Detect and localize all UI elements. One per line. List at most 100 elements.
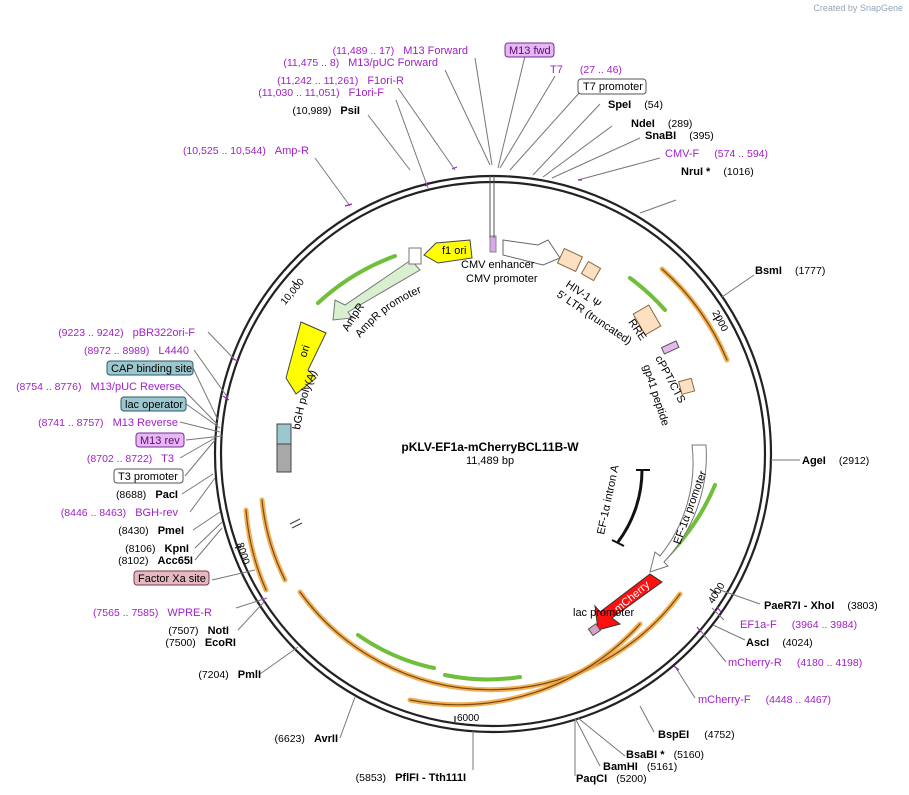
feature-arcs bbox=[243, 254, 730, 708]
spei-range: (54) bbox=[644, 99, 663, 111]
ndei-name: NdeI bbox=[631, 118, 655, 130]
svg-text:T7 (27 .. 46): T7 (27 .. 46) bbox=[550, 64, 622, 76]
f1ori-f-range: (11,030 .. 11,051) bbox=[258, 87, 339, 99]
rre-box bbox=[632, 304, 662, 336]
ef1a-f-range: (3964 .. 3984) bbox=[792, 619, 857, 631]
ampr-promoter-box bbox=[408, 247, 422, 265]
hiv-psi-box bbox=[580, 260, 602, 282]
l4440-name: L4440 bbox=[158, 345, 189, 357]
agei-range: (2912) bbox=[839, 455, 869, 467]
t7-promoter-box bbox=[577, 78, 647, 95]
ori-label: ori bbox=[297, 344, 312, 359]
svg-text:(6623) AvrII: (6623) AvrII bbox=[275, 733, 338, 745]
ltr-box bbox=[556, 247, 584, 273]
noti-range: (7507) bbox=[168, 625, 198, 637]
f1-ori-label: f1 ori bbox=[442, 245, 466, 257]
svg-text:PaeR7I - XhoI (3803): PaeR7I - XhoI (3803) bbox=[764, 600, 878, 612]
t7-promoter-name: T7 promoter bbox=[583, 81, 643, 93]
psii-range: (10,989) bbox=[292, 105, 331, 117]
m13-reverse-range: (8741 .. 8757) bbox=[38, 417, 103, 429]
m13-puc-reverse-name: M13/pUC Reverse bbox=[91, 381, 181, 393]
m13-rev-name: M13 rev bbox=[140, 435, 180, 447]
acc65i-name: Acc65I bbox=[158, 555, 193, 567]
svg-text:BsmI (1777): BsmI (1777) bbox=[755, 265, 825, 277]
plasmid-length: 11,489 bp bbox=[466, 455, 514, 467]
svg-text:(8754 .. 8776) M13/pUC R: (8754 .. 8776) M13/pUC Reverse bbox=[16, 381, 181, 393]
bgh-box bbox=[276, 443, 292, 473]
ef1a-f-name: EF1a-F bbox=[740, 619, 777, 631]
cmv-f-name: CMV-F bbox=[665, 148, 700, 160]
svg-text:(8702 .. 8722) T3: (8702 .. 8722) T3 bbox=[87, 453, 174, 465]
cmv-f-range: (574 .. 594) bbox=[714, 148, 768, 160]
factor-xa-name: Factor Xa site bbox=[138, 573, 206, 585]
cppt-box bbox=[660, 340, 680, 355]
acc65i-range: (8102) bbox=[118, 555, 148, 567]
green-arc-1 bbox=[628, 276, 667, 312]
pmei-name: PmeI bbox=[158, 525, 184, 537]
lac-box bbox=[276, 423, 292, 445]
svg-text:(8446 .. 8463) BGH-rev: (8446 .. 8463) BGH-rev bbox=[61, 507, 179, 519]
backbone-outer bbox=[213, 174, 773, 734]
primer-ticks bbox=[222, 166, 722, 671]
t2a-label: lac promoter bbox=[573, 607, 634, 619]
asci-name: AscI bbox=[746, 637, 769, 649]
asci-range: (4024) bbox=[782, 637, 812, 649]
ef1a-intron-arc bbox=[616, 469, 644, 543]
factor-xa-box bbox=[133, 570, 210, 586]
pmli-range: (7204) bbox=[198, 669, 228, 681]
snapgene-logo-text: SnapGene bbox=[859, 3, 903, 13]
tick-label-4000: 4000 bbox=[706, 581, 727, 606]
site-ticks bbox=[489, 176, 495, 238]
bgh-rev-name: BGH-rev bbox=[135, 507, 178, 519]
paqci-name: PaqCI bbox=[576, 773, 607, 785]
psii-name: PsiI bbox=[340, 105, 360, 117]
m13-puc-reverse-range: (8754 .. 8776) bbox=[16, 381, 81, 393]
tick-marks bbox=[234, 280, 721, 722]
svg-text:(11,242 .. 11,261) F1ori: (11,242 .. 11,261) F1ori-R bbox=[277, 75, 404, 87]
ecori-range: (7500) bbox=[165, 637, 195, 649]
mcherry-r-range: (4180 .. 4198) bbox=[797, 657, 862, 669]
paci-range: (8688) bbox=[116, 489, 146, 501]
ori-arrow bbox=[285, 321, 327, 395]
gp41-box bbox=[678, 377, 696, 395]
m13-fwd-box bbox=[504, 42, 555, 58]
svg-text:mCherry-R (4180 .. 4198): mCherry-R (4180 .. 4198) bbox=[728, 657, 862, 669]
nrui-range: (1016) bbox=[723, 166, 753, 178]
ecori-name: EcoRI bbox=[205, 637, 236, 649]
orange-arc-3-edge bbox=[409, 623, 641, 706]
agei-name: AgeI bbox=[802, 455, 826, 467]
mcherry-arrow bbox=[594, 573, 663, 631]
orange-arc-4-edge bbox=[261, 499, 286, 581]
snabi-range: (395) bbox=[689, 130, 714, 142]
pflfi-tth111i-name: PflFI - Tth111I bbox=[395, 772, 466, 784]
ndei-range: (289) bbox=[668, 118, 693, 130]
svg-text:(11,489 .. 17) M13 Forwa: (11,489 .. 17) M13 Forward bbox=[333, 45, 468, 57]
pmei-range: (8430) bbox=[118, 525, 148, 537]
spei-name: SpeI bbox=[608, 99, 631, 111]
t3-promoter-name: T3 promoter bbox=[118, 471, 178, 483]
pmli-name: PmlI bbox=[238, 669, 261, 681]
paqci-range: (5200) bbox=[616, 773, 646, 785]
svg-text:(5853) PflFI - Tth111I: (5853) PflFI - Tth111I bbox=[356, 772, 466, 784]
pbr322ori-f-range: (9223 .. 9242) bbox=[58, 327, 123, 339]
svg-text:(10,525 .. 10,544) Amp-R: (10,525 .. 10,544) Amp-R bbox=[183, 145, 309, 157]
svg-text:BsaBI * (5160): BsaBI * (5160) bbox=[626, 749, 704, 761]
green-arc-3 bbox=[356, 633, 436, 670]
snapgene-credit: Created by SnapGene bbox=[813, 3, 903, 13]
svg-text:PaqCI (5200): PaqCI (5200) bbox=[576, 773, 647, 785]
svg-text:(8741 .. 8757) M13 Rever: (8741 .. 8757) M13 Reverse bbox=[38, 417, 178, 429]
m13-fwd-name: M13 fwd bbox=[509, 45, 551, 57]
lac-operator-name: lac operator bbox=[125, 399, 183, 411]
kpni-range: (8106) bbox=[125, 543, 155, 555]
svg-text:(7565 .. 7585) WPRE-R: (7565 .. 7585) WPRE-R bbox=[93, 607, 212, 619]
cmv-promoter-label: CMV promoter bbox=[466, 273, 538, 285]
svg-text:(8102) Acc65I: (8102) Acc65I bbox=[118, 555, 193, 567]
svg-text:(8688) PacI: (8688) PacI bbox=[116, 489, 178, 501]
green-arc-5 bbox=[316, 254, 397, 305]
lac-operator-box bbox=[120, 396, 187, 412]
svg-text:SnaBI (395): SnaBI (395) bbox=[645, 130, 714, 142]
mcherry-f-name: mCherry-F bbox=[698, 694, 751, 706]
avrii-name: AvrII bbox=[314, 733, 338, 745]
bsmi-range: (1777) bbox=[795, 265, 825, 277]
bamhi-range: (5161) bbox=[647, 761, 677, 773]
